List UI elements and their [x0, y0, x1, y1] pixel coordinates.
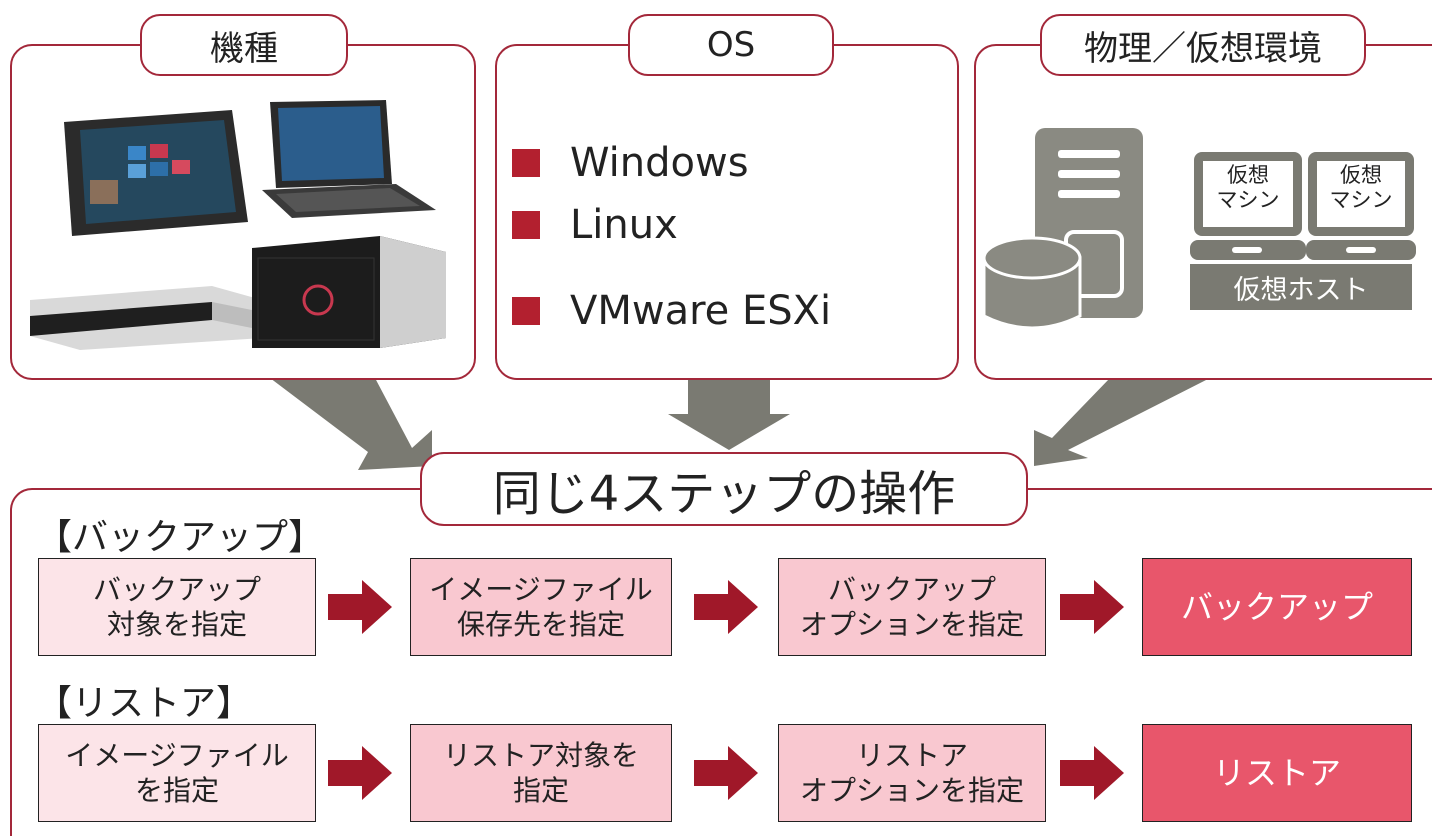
- restore-step-2: リストア対象を 指定: [410, 724, 672, 822]
- center-title: 同じ4ステップの操作: [420, 452, 1028, 526]
- arrow-right-icon: [1060, 746, 1124, 800]
- bullet-icon: [512, 211, 540, 239]
- storage-disk-icon: [982, 236, 1082, 330]
- panel-env-title: 物理／仮想環境: [1040, 14, 1366, 76]
- rack-server-image: [30, 286, 262, 350]
- vm-monitor-icon-1: [1190, 152, 1306, 260]
- vm-label-1: 仮想 マシン: [1216, 163, 1280, 213]
- restore-button: リストア: [1142, 724, 1412, 822]
- arrow-center-down: [668, 378, 790, 450]
- os-item-vmware: VMware ESXi: [512, 288, 831, 334]
- os-item-linux: Linux: [512, 202, 678, 248]
- tower-server-image: [252, 236, 446, 348]
- os-item-label: Windows: [570, 140, 749, 186]
- vm-monitor-icon-2: [1306, 152, 1416, 260]
- os-item-label: Linux: [570, 202, 678, 248]
- vm-host-label: 仮想ホスト: [1233, 275, 1369, 306]
- arrow-right-icon: [694, 746, 758, 800]
- panel-os: [495, 44, 959, 380]
- arrow-right-converge: [1034, 378, 1210, 466]
- arrow-right-icon: [328, 746, 392, 800]
- os-item-label: VMware ESXi: [570, 288, 832, 334]
- arrow-right-icon: [1060, 580, 1124, 634]
- backup-step-1: バックアップ 対象を指定: [38, 558, 316, 656]
- restore-step-1: イメージファイル を指定: [38, 724, 316, 822]
- laptop-image: [262, 100, 436, 218]
- restore-section-label: 【リストア】: [36, 683, 253, 724]
- bullet-icon: [512, 297, 540, 325]
- restore-step-3: リストア オプションを指定: [778, 724, 1046, 822]
- backup-step-3: バックアップ オプションを指定: [778, 558, 1046, 656]
- backup-section-label: 【バックアップ】: [36, 517, 325, 558]
- arrow-right-icon: [694, 580, 758, 634]
- os-item-windows: Windows: [512, 140, 749, 186]
- arrow-right-icon: [328, 580, 392, 634]
- arrow-left-converge: [270, 378, 432, 470]
- tablet-image: [64, 110, 248, 236]
- vm-label-2: 仮想 マシン: [1329, 163, 1393, 213]
- bullet-icon: [512, 149, 540, 177]
- backup-step-2: イメージファイル 保存先を指定: [410, 558, 672, 656]
- panel-model-title: 機種: [140, 14, 348, 76]
- panel-os-title: OS: [628, 14, 834, 76]
- vm-host-bar: [1190, 264, 1412, 310]
- backup-button: バックアップ: [1142, 558, 1412, 656]
